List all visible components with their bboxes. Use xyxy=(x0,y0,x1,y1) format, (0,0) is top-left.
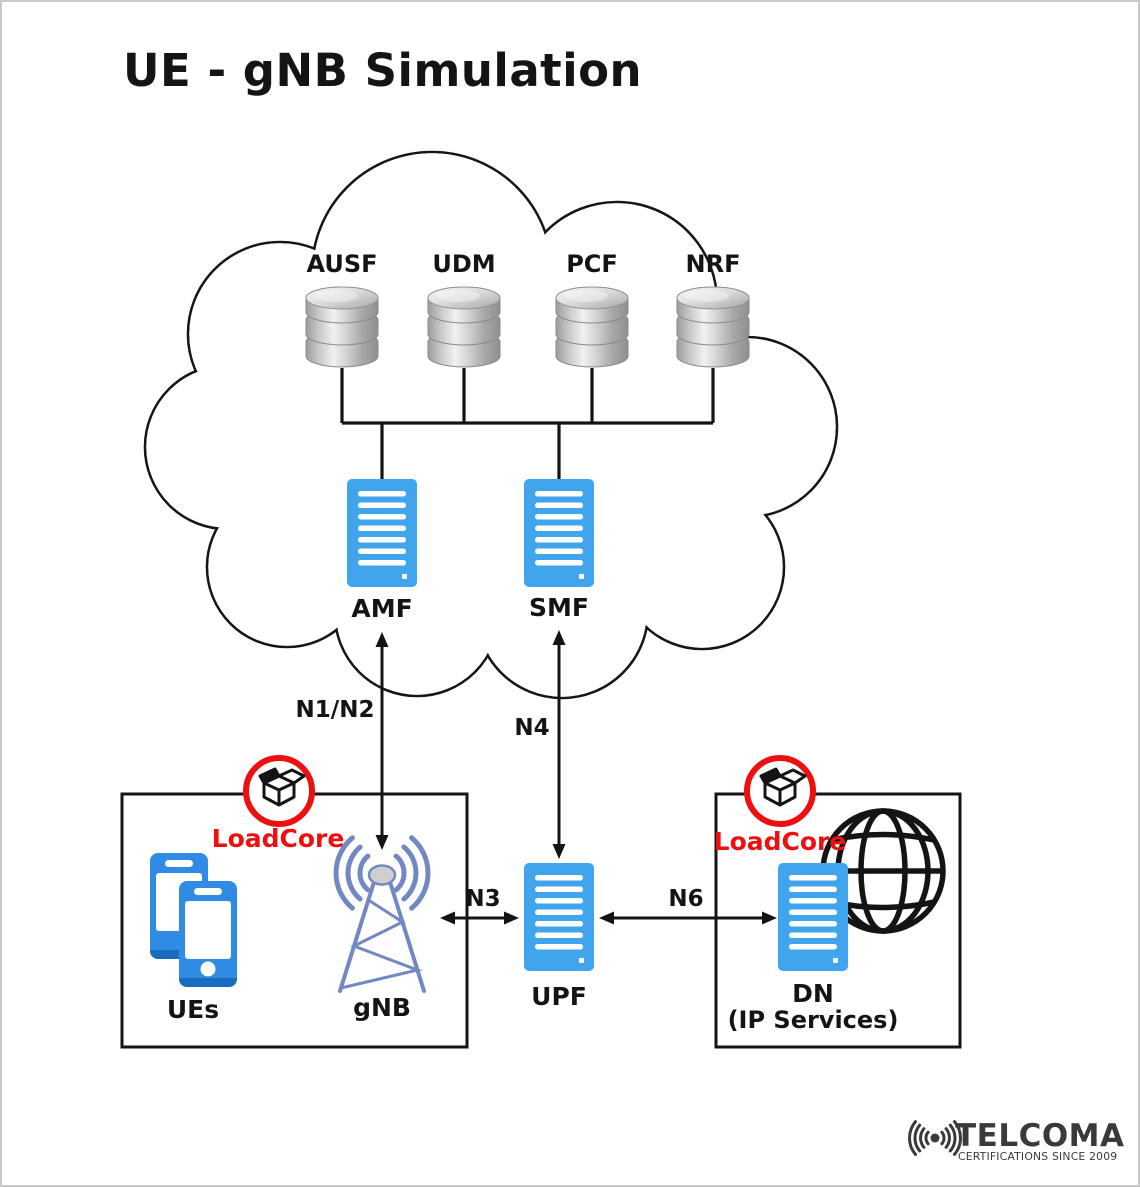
telcoma-brand: TELCOMA xyxy=(955,1118,1125,1154)
loadcore-label-left: LoadCore xyxy=(211,824,345,853)
amf-server-icon xyxy=(347,479,417,587)
amf-label: AMF xyxy=(351,594,413,623)
gnb-antenna-icon xyxy=(333,835,431,993)
smf-label: SMF xyxy=(529,593,589,622)
ausf-db-icon xyxy=(305,286,379,368)
loadcore-badge-icon-right xyxy=(747,758,813,824)
dn-sublabel: (IP Services) xyxy=(727,1006,899,1034)
dn-server-icon xyxy=(778,863,848,971)
loadcore-badge-icon-left xyxy=(246,758,312,824)
n4-label: N4 xyxy=(514,715,550,741)
pcf-label: PCF xyxy=(566,250,618,278)
gnb-label: gNB xyxy=(353,993,411,1022)
n3-label: N3 xyxy=(465,886,501,912)
pcf-db-icon xyxy=(555,286,629,368)
page-title: UE - gNB Simulation xyxy=(123,44,643,97)
loadcore-label-right: LoadCore xyxy=(713,827,847,856)
ausf-label: AUSF xyxy=(306,250,378,278)
nrf-label: NRF xyxy=(685,250,741,278)
upf-label: UPF xyxy=(531,982,587,1011)
dn-label: DN xyxy=(792,979,834,1008)
telcoma-signal-icon xyxy=(908,1120,962,1156)
core-cloud-icon xyxy=(143,150,839,700)
smf-server-icon xyxy=(524,479,594,587)
telcoma-tagline: CERTIFICATIONS SINCE 2009 xyxy=(958,1150,1118,1163)
interface-arrows xyxy=(375,630,777,925)
nrf-db-icon xyxy=(676,286,750,368)
sbi-bus-lines xyxy=(340,368,715,479)
ues-phones-icon xyxy=(150,853,237,987)
ues-label: UEs xyxy=(166,995,220,1024)
upf-server-icon xyxy=(524,863,594,971)
n6-label: N6 xyxy=(668,886,704,912)
udm-db-icon xyxy=(427,286,501,368)
udm-label: UDM xyxy=(432,250,496,278)
n1n2-label: N1/N2 xyxy=(295,697,375,723)
